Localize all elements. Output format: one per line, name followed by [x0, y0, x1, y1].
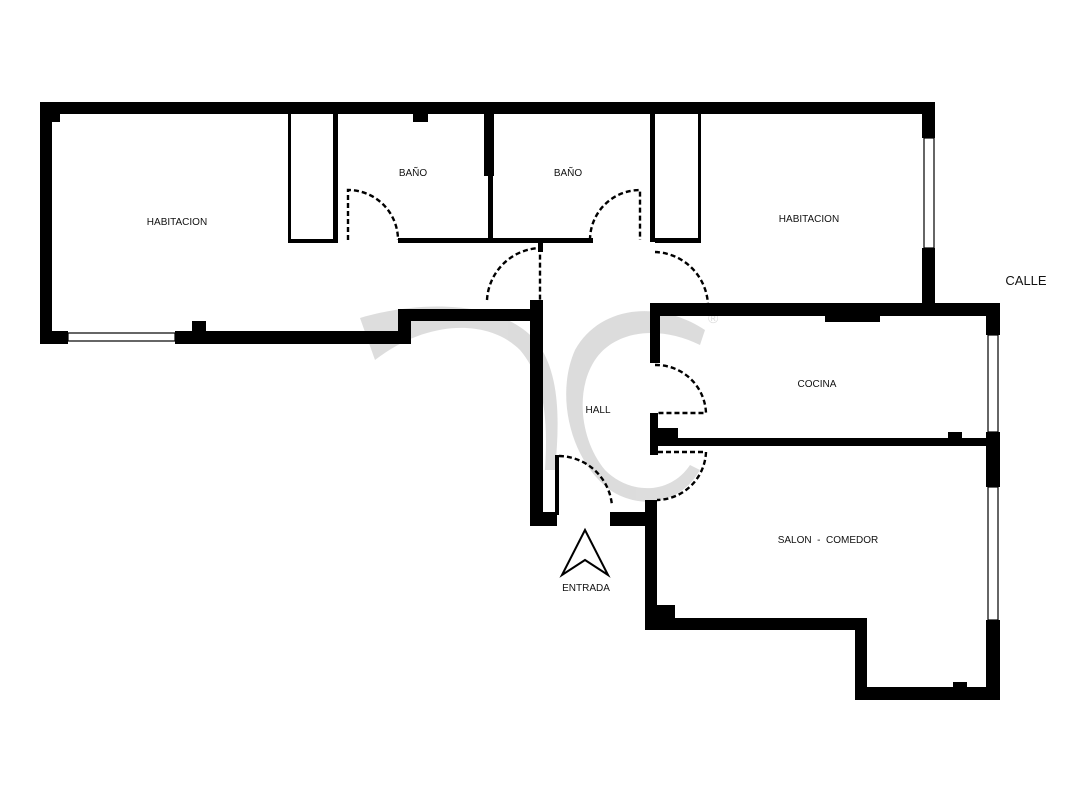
watermark-registered-mark: ®	[708, 310, 719, 326]
wall-kitchen-stub	[948, 432, 962, 440]
entrance-door-leaf-wall	[555, 455, 559, 515]
wall-living-bottom-left	[645, 618, 867, 630]
wall-living-right-upper	[986, 432, 1000, 487]
wall-bath2-stub	[538, 238, 543, 252]
watermark-logo: ®	[360, 306, 719, 502]
doors	[346, 188, 710, 507]
room-label-bedroom-right: HABITACION	[779, 214, 839, 225]
corner-accent	[52, 114, 60, 122]
window-living	[987, 486, 999, 621]
room-label-kitchen: COCINA	[798, 379, 837, 390]
walls	[40, 102, 1000, 700]
door-swing-kitchen	[654, 363, 708, 415]
wall-hall-top-left	[398, 309, 538, 321]
wall-bedroom-right-left	[650, 114, 655, 242]
wall-hall-bottom-left	[530, 512, 557, 526]
wall-bath1-bottom	[398, 238, 493, 243]
wall-kitchen-right-upper	[986, 303, 1000, 335]
door-swing-bedroom-right	[654, 250, 710, 308]
door-swing-bedroom-left	[485, 246, 542, 301]
wall-living-bottom	[855, 687, 1000, 700]
wall-kitchen-left-upper	[650, 303, 660, 363]
wall-living-right-lower	[986, 620, 1000, 700]
door-swing-bath-1	[346, 188, 400, 241]
wall-living-step	[855, 618, 867, 700]
closet-right-edge	[698, 114, 701, 242]
wall-bottom-left-a	[40, 331, 68, 344]
door-swing-living	[656, 450, 708, 502]
door-swing-bath-2	[588, 188, 642, 241]
wall-hall-left	[530, 300, 543, 526]
door-swing-entrance	[558, 454, 614, 507]
entrance-label: ENTRADA	[562, 583, 610, 594]
entrance-arrow-icon	[559, 527, 611, 578]
wall-left	[40, 102, 52, 344]
wall-right-upper	[922, 102, 935, 138]
wall-kitchen-bottom	[650, 438, 1000, 446]
wall-top	[40, 102, 935, 114]
room-label-living-dining: SALON - COMEDOR	[778, 535, 879, 546]
wall-vent	[413, 114, 428, 122]
window-kitchen	[987, 334, 999, 433]
room-label-hall: HALL	[585, 405, 610, 416]
window-bedroom-left	[67, 332, 176, 342]
closet-bottom	[288, 239, 338, 243]
closet-left-edge	[288, 114, 291, 242]
room-label-bedroom-left: HABITACION	[147, 217, 207, 228]
wall-living-stub	[953, 682, 967, 688]
wall-living-left	[645, 500, 657, 630]
room-label-bath-1: BAÑO	[399, 166, 428, 179]
wall-stub	[192, 321, 206, 333]
wall-bath1-left	[333, 114, 338, 242]
wall-bottom-left-b	[175, 331, 410, 344]
room-label-bath-2: BAÑO	[554, 166, 583, 179]
wall-kitchen-top	[650, 303, 1000, 316]
windows	[67, 137, 999, 621]
closet-right-bottom	[655, 238, 701, 243]
wall-right-mid	[922, 248, 935, 306]
street-label: CALLE	[1005, 273, 1047, 288]
wall-bath2-left	[488, 114, 493, 242]
wall-kitchen-counter	[825, 313, 880, 322]
window-bedroom-right	[923, 137, 935, 249]
